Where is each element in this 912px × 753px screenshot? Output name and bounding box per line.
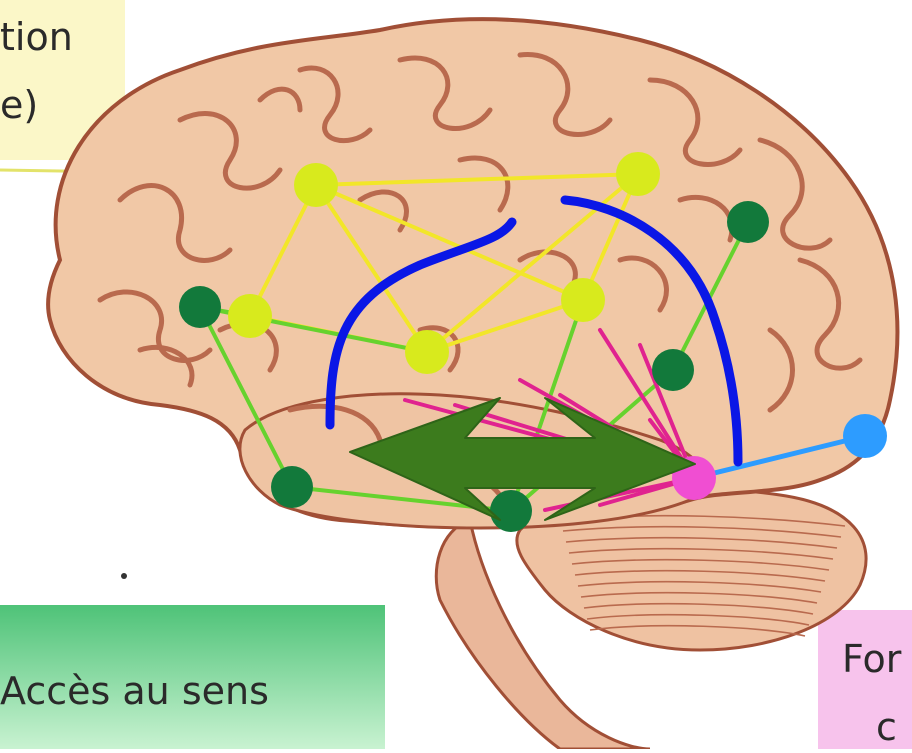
label-bottom-right-fragment: c	[876, 708, 897, 746]
dark-green-node	[179, 286, 221, 328]
yellow-node	[561, 278, 605, 322]
yellow-node	[228, 294, 272, 338]
yellow-node	[405, 330, 449, 374]
blue-node	[843, 414, 887, 458]
label-acces-au-sens: Accès au sens	[0, 672, 269, 710]
dark-green-node	[490, 490, 532, 532]
top-label-fragment-1: tion	[0, 18, 73, 56]
yellow-node	[616, 152, 660, 196]
dark-green-node	[727, 201, 769, 243]
yellow-node	[294, 163, 338, 207]
top-label-fragment-2: e)	[0, 86, 38, 124]
label-bottom-right: For	[842, 640, 901, 678]
dark-green-node	[271, 466, 313, 508]
small-dot	[121, 573, 127, 579]
dark-green-node	[652, 349, 694, 391]
